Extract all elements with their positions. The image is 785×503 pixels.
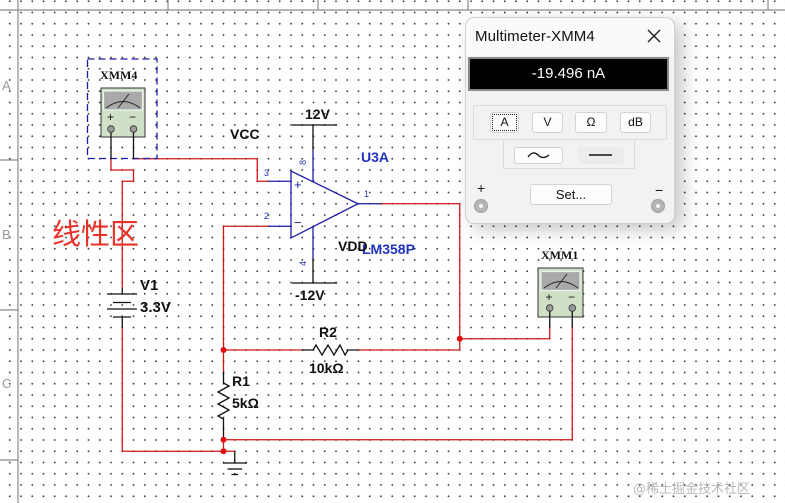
- pin-number-1: 1: [364, 189, 369, 199]
- dc-line-icon: [589, 154, 612, 156]
- resistor-zigzag: [216, 372, 231, 437]
- plus-terminal-label: +: [477, 180, 486, 196]
- ammeter-button[interactable]: A: [490, 112, 519, 133]
- plus-terminal[interactable]: [107, 125, 115, 133]
- junction-dot: [220, 448, 227, 455]
- voltmeter-button[interactable]: V: [532, 112, 563, 133]
- r1-reference: R1: [232, 373, 250, 389]
- r2-value: 10kΩ: [309, 360, 344, 376]
- minus-terminal[interactable]: [568, 304, 576, 312]
- wire-pin2-to-feedback[interactable]: [222, 225, 269, 350]
- pin-number-3: 3: [264, 168, 269, 178]
- opamp-u3a[interactable]: + − 3 2 1 8 4 U3A LM358P: [264, 149, 415, 266]
- multimeter-window[interactable]: Multimeter-XMM4 -19.496 nA A V Ω dB +: [465, 17, 675, 224]
- v1-value: 3.3V: [140, 299, 171, 316]
- vdd-supply[interactable]: -12V VDD: [292, 238, 368, 303]
- resistor-r1[interactable]: R1 5kΩ: [216, 372, 259, 437]
- watermark: @稀土掘金技术社区: [633, 481, 750, 497]
- multimeter-titlebar[interactable]: Multimeter-XMM4: [466, 18, 674, 56]
- pin-number-2: 2: [264, 211, 269, 221]
- battery-v1[interactable]: V1 3.3V: [107, 277, 171, 328]
- plus-terminal[interactable]: [474, 199, 488, 213]
- decibel-button[interactable]: dB: [620, 112, 651, 133]
- plus-sign: +: [546, 290, 553, 304]
- minus-sign: −: [568, 290, 575, 304]
- inverting-sign: −: [294, 215, 302, 230]
- xmm1-label: XMM1: [541, 248, 578, 262]
- wire-output-to-xmm1-plus[interactable]: [459, 327, 551, 340]
- close-button[interactable]: [644, 26, 664, 46]
- mode-button-group: [503, 139, 635, 169]
- vcc-supply[interactable]: 12V VCC: [230, 106, 337, 150]
- function-button-group: [473, 105, 667, 140]
- v1-reference: V1: [140, 277, 158, 294]
- meter-display: [540, 270, 581, 292]
- minus-terminal[interactable]: [651, 199, 665, 213]
- meter-needle: [555, 273, 568, 289]
- r2-reference: R2: [319, 324, 337, 340]
- junction-dot: [220, 436, 227, 443]
- multimeter-xmm4[interactable]: XMM4 + −: [86, 58, 158, 160]
- meter-needle: [117, 93, 130, 109]
- selection-box: [86, 58, 158, 160]
- plus-terminal[interactable]: [546, 304, 554, 312]
- resistor-zigzag: [302, 343, 358, 357]
- junction-dot: [220, 347, 227, 353]
- opamp-part-number: LM358P: [362, 241, 415, 257]
- multimeter-reading-display: -19.496 nA: [468, 57, 669, 91]
- wire-xmm4-plus-to-v1[interactable]: [110, 158, 135, 288]
- multimeter-xmm1[interactable]: XMM1 + −: [537, 248, 584, 328]
- row-label-b: B: [2, 227, 11, 242]
- plus-sign: +: [107, 110, 114, 124]
- xmm4-label: XMM4: [100, 68, 137, 82]
- wire-xmm4-minus-to-pin3[interactable]: [133, 158, 269, 182]
- ohmmeter-button[interactable]: Ω: [575, 112, 607, 133]
- resistor-r2[interactable]: R2 10kΩ: [302, 324, 358, 376]
- row-label-c: C: [2, 376, 11, 391]
- junction-dot: [456, 335, 463, 342]
- vdd-value: -12V: [295, 287, 325, 303]
- vdd-net-label: VDD: [338, 238, 368, 254]
- minus-terminal-label: −: [655, 182, 664, 198]
- ac-mode-button[interactable]: [514, 147, 563, 164]
- pin-number-4: 4: [298, 261, 308, 266]
- multimeter-title: Multimeter-XMM4: [475, 28, 595, 45]
- minus-sign: −: [129, 110, 136, 124]
- set-button[interactable]: Set...: [530, 184, 612, 205]
- wire-v1-to-ground[interactable]: [121, 328, 235, 452]
- opamp-reference: U3A: [361, 149, 389, 165]
- noninverting-sign: +: [294, 177, 302, 192]
- ground-symbol[interactable]: [223, 451, 247, 476]
- pin-number-8: 8: [298, 160, 308, 165]
- opamp-triangle: [290, 169, 360, 240]
- r1-value: 5kΩ: [232, 395, 259, 411]
- vcc-net-label: VCC: [230, 126, 260, 142]
- wires: [110, 158, 573, 455]
- vcc-value: 12V: [305, 106, 331, 122]
- minus-terminal[interactable]: [129, 125, 138, 133]
- sine-wave-icon: [527, 152, 550, 159]
- row-label-a: A: [2, 78, 11, 93]
- annotation-text: 线性区: [52, 217, 139, 251]
- wire-ground-to-xmm1-minus[interactable]: [223, 327, 573, 441]
- close-icon: [647, 29, 661, 43]
- wire-output-to-r2[interactable]: [358, 203, 461, 351]
- dc-mode-button[interactable]: [578, 147, 624, 164]
- meter-display: [102, 90, 144, 111]
